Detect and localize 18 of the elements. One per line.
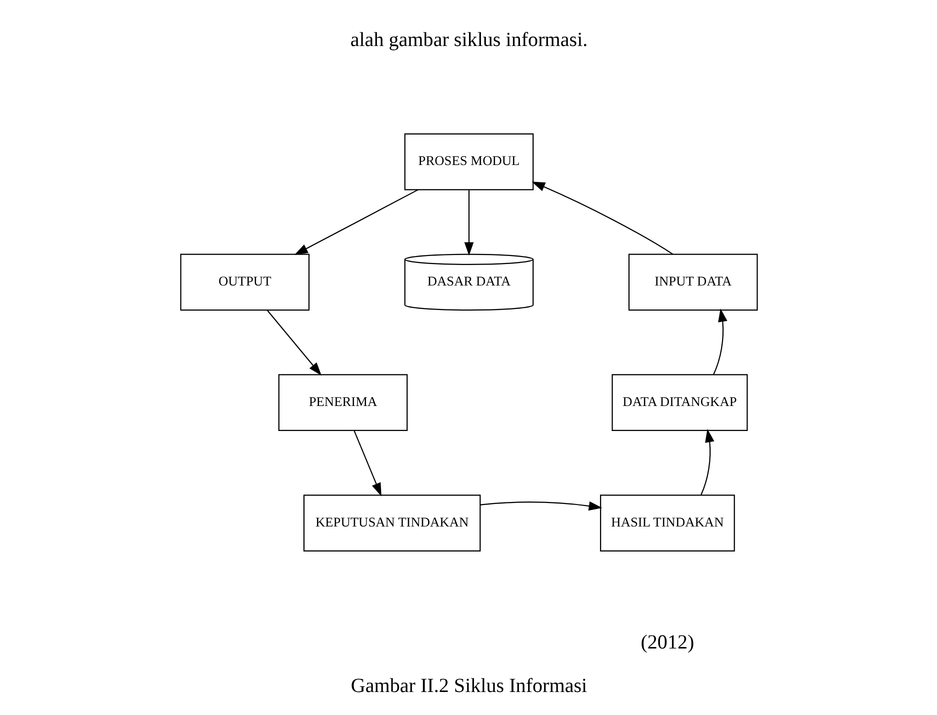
arrow	[712, 308, 727, 374]
caption: Gambar II.2 Siklus Informasi	[350, 674, 587, 696]
node-box: PROSES MODUL	[404, 132, 534, 190]
label: alah gambar siklus informasi.	[350, 28, 588, 51]
node-box: PENERIMA	[278, 374, 408, 431]
label: (2012)	[640, 630, 694, 653]
node-box: KEPUTUSAN TINDAKAN	[302, 494, 480, 551]
arrow	[266, 309, 322, 376]
node-box: INPUT DATA	[628, 253, 758, 310]
arrow	[353, 430, 381, 496]
arrow	[531, 181, 673, 254]
node-box: OUTPUT	[180, 253, 310, 310]
arrow	[700, 428, 714, 495]
arrow	[464, 189, 474, 256]
node-box: HASIL TINDAKAN	[600, 494, 734, 551]
node-box: DATA DITANGKAP	[611, 374, 748, 431]
arrow	[480, 500, 602, 510]
arrow	[294, 188, 418, 254]
